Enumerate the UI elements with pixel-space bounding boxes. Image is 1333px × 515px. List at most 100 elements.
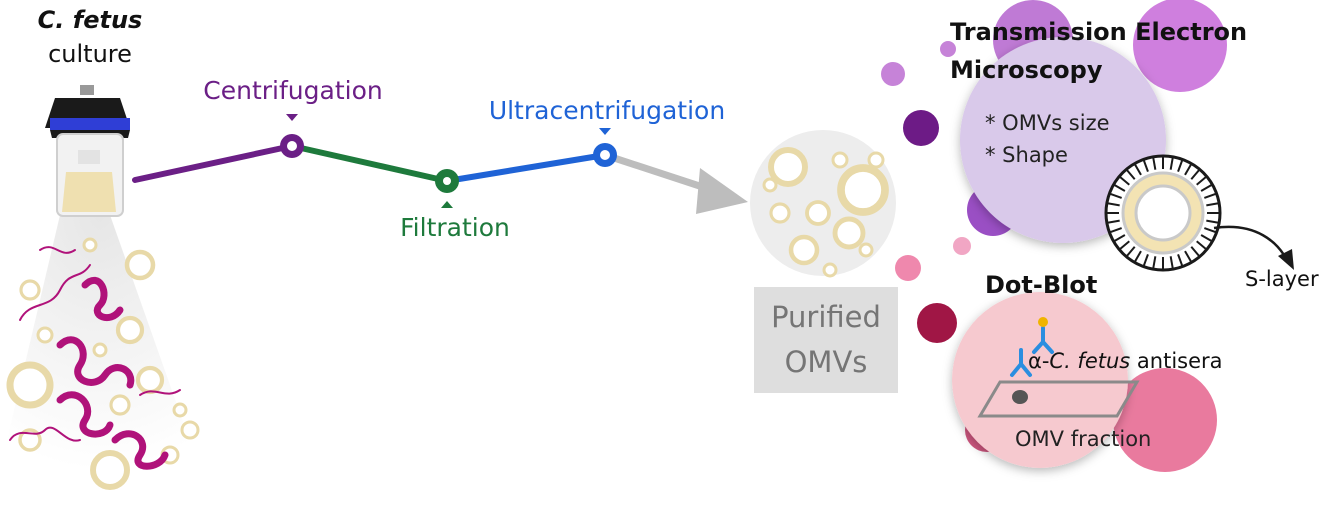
- omv-vesicle: [135, 365, 165, 395]
- omv-vesicle: [82, 237, 98, 253]
- s-layer-subunit: [1184, 250, 1193, 263]
- s-layer-subunit: [1118, 175, 1130, 186]
- culture-bottle-icon: [45, 85, 130, 217]
- s-layer-subunit: [1196, 240, 1208, 251]
- centrifugation-label: Centrifugation: [203, 76, 382, 105]
- dotblot-title: Dot-Blot: [985, 271, 1097, 299]
- antisera-prefix: α-: [1028, 349, 1049, 373]
- dotblot-bubble: [952, 292, 1128, 468]
- purified-omv-vesicles: [762, 147, 889, 278]
- centrifugation-segment: [132, 143, 295, 183]
- omv-fraction-label: OMV fraction: [1015, 427, 1151, 451]
- purified-label-box: [754, 287, 898, 393]
- omv-vesicle: [90, 450, 130, 490]
- omv-vesicle: [837, 164, 889, 216]
- ultracentrifugation-segment: [444, 152, 608, 184]
- culture-species: C. fetus: [38, 6, 143, 34]
- dot-sample-icon: [1012, 390, 1028, 404]
- culture-word: culture: [48, 40, 132, 68]
- omv-vesicle: [805, 200, 831, 226]
- omv-vesicle: [867, 151, 885, 169]
- antibody-secondary-icon: [1032, 317, 1054, 354]
- tem-title-line1: Transmission Electron: [950, 18, 1247, 46]
- s-layer-subunit: [1200, 183, 1213, 192]
- s-layer-omv-icon: [1104, 154, 1222, 272]
- filtration-node: [435, 169, 459, 208]
- s-layer-pointer-arrowhead: [1278, 249, 1294, 270]
- s-layer-subunit: [1109, 192, 1122, 199]
- s-layer-subunit: [1177, 159, 1184, 172]
- s-layer-subunit: [1133, 163, 1142, 176]
- s-layer-subunit: [1152, 156, 1157, 170]
- s-layer-subunit: [1109, 227, 1122, 234]
- tem-bullet-size: * OMVs size: [985, 111, 1110, 135]
- tem-bullet-shape: * Shape: [985, 143, 1068, 167]
- tem-title-line2: Microscopy: [950, 56, 1103, 84]
- omv-vesicle: [172, 402, 188, 418]
- purified-line1: Purified: [771, 300, 881, 334]
- bacterium-flagellum: [139, 389, 181, 396]
- bacterium-flagellum: [19, 264, 91, 321]
- s-layer-label: S-layer: [1245, 267, 1319, 291]
- culture-label: C. fetus culture: [38, 6, 143, 68]
- s-layer-subunit: [1125, 168, 1136, 180]
- omv-vesicle: [769, 202, 791, 224]
- s-layer-subunit: [1113, 234, 1126, 243]
- culture-contents: [6, 237, 200, 490]
- omv-vesicle: [18, 428, 42, 452]
- to-purified-arrowhead: [696, 168, 748, 214]
- omv-vesicle: [822, 262, 838, 278]
- bacterium: [111, 430, 169, 470]
- s-layer-subunit: [1142, 254, 1149, 267]
- s-layer-subunit: [1196, 175, 1208, 186]
- antibody-primary-icon: [1010, 348, 1032, 377]
- s-layer-subunit: [1125, 246, 1136, 258]
- s-layer-subunit: [1133, 250, 1142, 263]
- s-layer-subunit: [1204, 192, 1217, 199]
- s-layer-pointer-arrow: [1213, 225, 1290, 263]
- s-layer-subunit: [1106, 219, 1120, 224]
- omv-vesicle: [832, 216, 866, 250]
- bacterium: [81, 276, 124, 322]
- s-layer-subunit: [1118, 240, 1130, 251]
- omv-vesicle: [92, 342, 108, 358]
- s-layer-subunit: [1184, 163, 1193, 176]
- s-layer-subunit: [1190, 246, 1201, 258]
- s-layer-subunit: [1177, 254, 1184, 267]
- s-layer-subunit: [1200, 234, 1213, 243]
- omv-vesicle: [6, 361, 54, 409]
- bacterium: [56, 391, 114, 438]
- s-layer-subunit: [1206, 219, 1220, 224]
- omv-vesicle: [109, 394, 131, 416]
- s-layer-subunit: [1169, 256, 1174, 270]
- s-layer-subunit: [1169, 156, 1174, 170]
- omv-vesicle: [762, 177, 778, 193]
- antisera-label: α-C. fetus antisera: [1028, 349, 1223, 373]
- bacterium-flagellum: [39, 246, 76, 254]
- ultracentrifugation-node: [593, 128, 617, 167]
- antisera-species: C. fetus: [1049, 349, 1130, 373]
- omv-vesicle: [858, 242, 874, 258]
- bacterium: [56, 336, 135, 389]
- omv-vesicle: [36, 326, 54, 344]
- omv-vesicle: [180, 420, 200, 440]
- s-layer-subunit: [1142, 159, 1149, 172]
- membrane-icon: [977, 380, 1140, 418]
- filtration-label: Filtration: [400, 213, 510, 242]
- s-layer-subunit: [1113, 183, 1126, 192]
- omv-vesicle: [19, 279, 41, 301]
- s-layer-subunit: [1106, 202, 1120, 207]
- purified-line2: OMVs: [785, 345, 868, 379]
- ultracentrifugation-label: Ultracentrifugation: [489, 96, 725, 125]
- centrifugation-node: [280, 114, 304, 158]
- s-layer-subunit: [1190, 168, 1201, 180]
- s-layer-subunit: [1206, 202, 1220, 207]
- omv-vesicle: [768, 147, 808, 187]
- s-layer-subunit: [1204, 227, 1217, 234]
- bacterium-flagellum: [9, 426, 81, 442]
- omv-vesicle: [124, 249, 156, 281]
- omv-vesicle: [788, 234, 820, 266]
- s-layer-subunit: [1152, 256, 1157, 270]
- antisera-suffix: antisera: [1130, 349, 1222, 373]
